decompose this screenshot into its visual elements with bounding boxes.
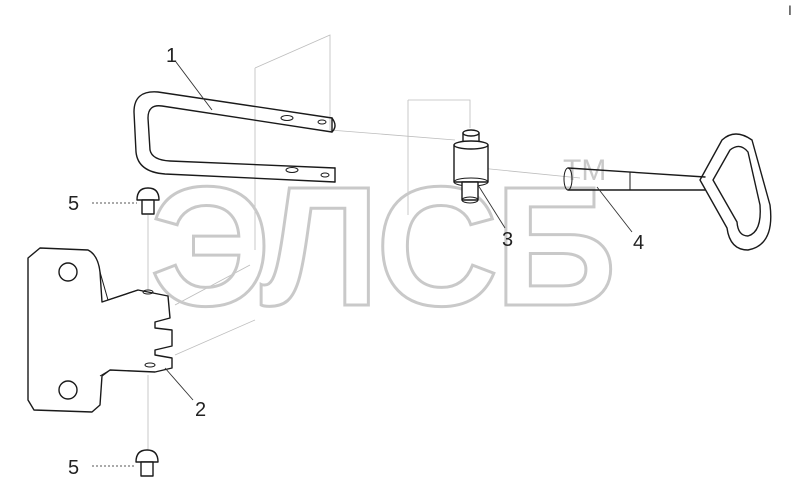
part-1-u-bracket [133,91,336,183]
callout-2: 2 [195,399,206,421]
callout-5-bottom: 5 [68,457,79,479]
part-3-bushing [453,129,489,204]
callout-4: 4 [633,232,644,254]
part-5-rivet-bottom [135,449,159,477]
callout-3: 3 [502,229,513,251]
watermark-logo: ЭЛСБ TM [149,151,619,344]
corner-mark: I [788,2,792,18]
callout-labels: 1 2 3 4 5 5 [68,45,644,479]
callout-5-top: 5 [68,193,79,215]
leader-lines [92,61,633,467]
callout-1: 1 [166,45,177,67]
watermark-text: ЭЛСБ [150,152,613,342]
part-4-handle-key [563,133,772,251]
assembly-reference-lines [147,34,581,455]
part-5-rivet-top [136,187,160,215]
part-2-hinge-plate [27,247,173,413]
